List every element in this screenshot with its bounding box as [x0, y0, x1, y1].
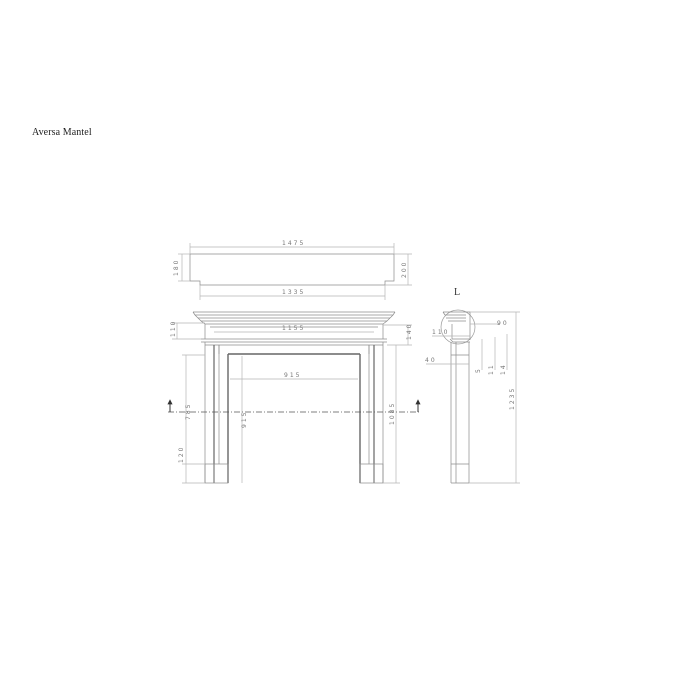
dim-opening-width: 915	[284, 372, 301, 379]
side-elevation-view	[426, 309, 520, 484]
dim-opening-height: 915	[241, 411, 248, 428]
dim-leg-depth: 40	[425, 357, 437, 364]
shelf-plan-view	[178, 243, 412, 300]
dim-frieze-height: 140	[406, 323, 413, 340]
dim-shelf-right-depth: 200	[401, 261, 408, 278]
drawing-title: Aversa Mantel	[32, 127, 92, 138]
dim-shelf-left-depth: 180	[173, 259, 180, 276]
dim-11: 11	[488, 363, 495, 375]
dim-cornice-projection: 110	[432, 329, 449, 336]
dim-shelf-projection: 90	[497, 320, 509, 327]
dim-plinth-height: 120	[178, 446, 185, 463]
dim-shelf-top-width: 1475	[282, 240, 305, 247]
dim-overall-leg-height: 1085	[389, 402, 396, 425]
dim-cornice-height: 110	[170, 320, 177, 337]
dim-14: 14	[500, 363, 507, 375]
dim-overall-height: 1235	[509, 387, 516, 410]
dim-5: 5	[475, 367, 482, 373]
front-elevation-view	[167, 311, 421, 484]
detail-label: L	[454, 287, 460, 298]
dim-leg-height: 785	[185, 403, 192, 420]
dim-shelf-bottom-width: 1335	[282, 289, 305, 296]
dim-frieze-width: 1155	[282, 325, 305, 332]
